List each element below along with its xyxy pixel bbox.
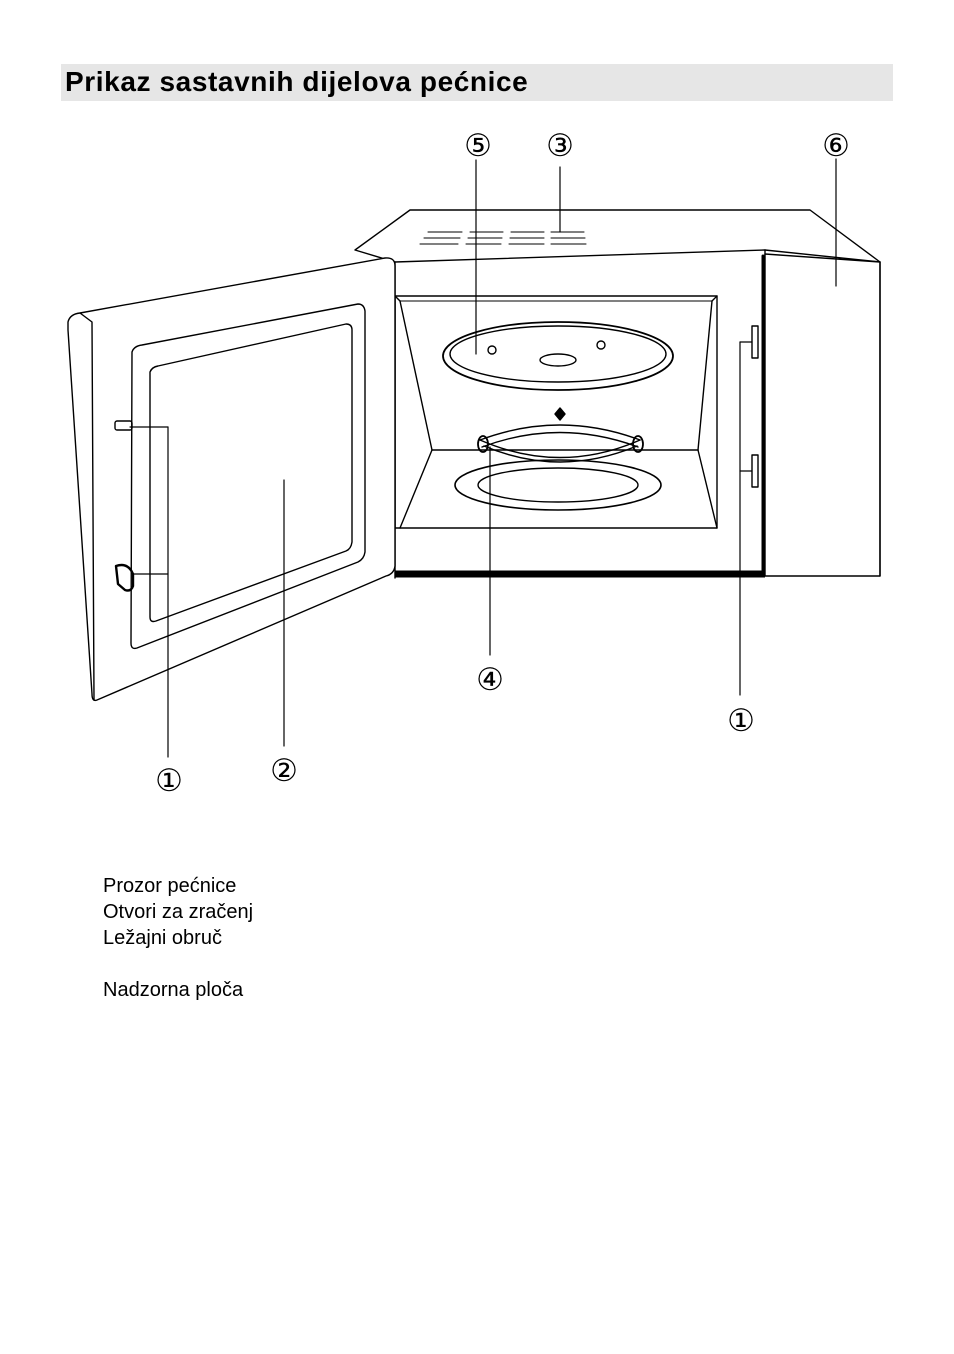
door-latch-upper	[114, 420, 133, 431]
callout-1-door-lock-right: ①	[727, 703, 755, 739]
parts-legend: Prozor pećnice Otvori za zračenj Ležajni…	[103, 873, 253, 1003]
legend-item-blank	[103, 951, 253, 977]
door-lock-slot-upper	[751, 325, 759, 359]
leader-lines	[129, 158, 837, 758]
page-title: Prikaz sastavnih dijelova pećnice	[65, 66, 529, 97]
door-latch-lower	[114, 563, 135, 592]
heading-bar: Prikaz sastavnih dijelova pećnice	[61, 64, 893, 101]
oven-body	[354, 209, 881, 579]
legend-item-ventilation: Otvori za zračenj	[103, 901, 254, 923]
callout-6-control-panel: ⑥	[822, 128, 850, 164]
oven-door	[67, 257, 396, 702]
legend-item-door-window: Prozor pećnice	[103, 875, 237, 897]
legend-item-roller-ring: Ležajni obruč	[103, 927, 222, 949]
turntable-plate	[442, 321, 674, 391]
oven-top	[354, 209, 881, 263]
callout-3-ventilation: ③	[546, 128, 574, 164]
ventilation-slots	[419, 231, 587, 245]
legend-item-control-panel: Nadzorna ploča	[103, 979, 244, 1001]
callout-1-door-lock-left: ①	[155, 763, 183, 799]
oven-cavity	[394, 295, 759, 529]
door-lock-slot-lower	[751, 454, 759, 488]
microwave-diagram: ⑤ ③ ⑥ ④ ① ① ②	[67, 128, 881, 799]
callout-4-roller-ring: ④	[476, 662, 504, 698]
roller-ring	[454, 407, 662, 511]
callout-2-door-window: ②	[270, 753, 298, 789]
callout-5-turntable: ⑤	[464, 128, 492, 164]
control-panel-box	[764, 253, 881, 577]
